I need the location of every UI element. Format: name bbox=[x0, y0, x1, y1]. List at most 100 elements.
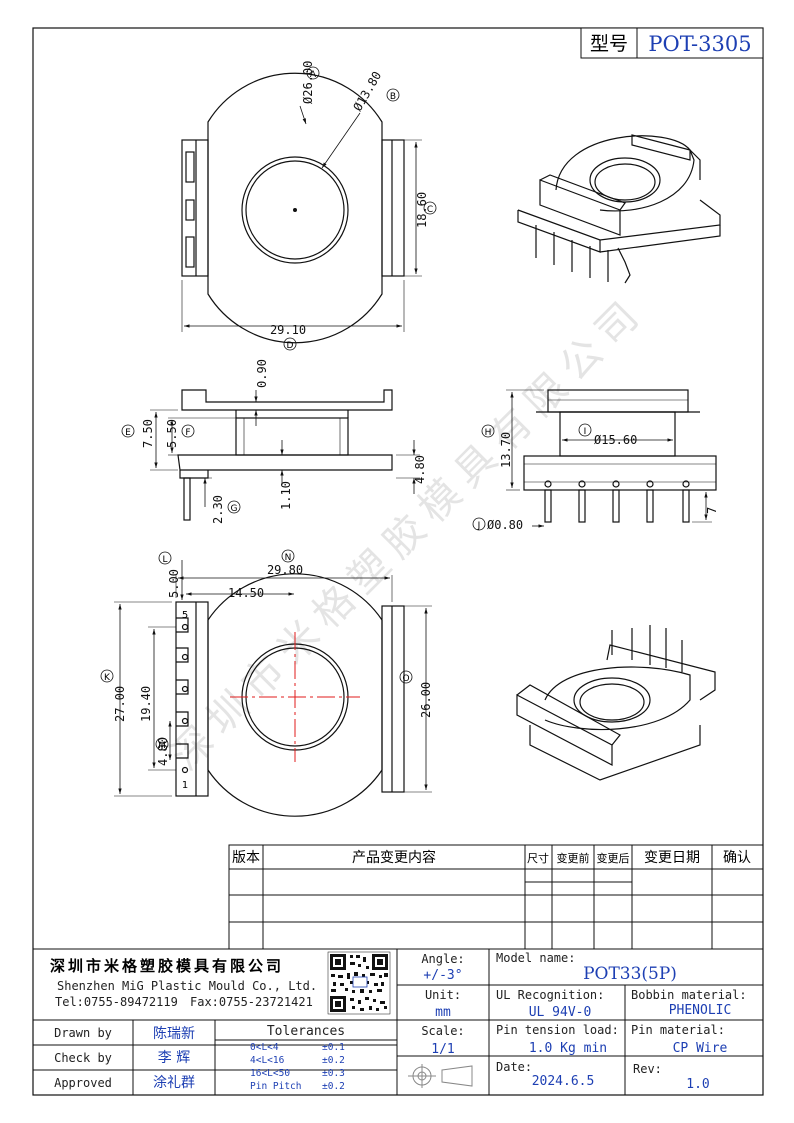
bobbin-material-label: Bobbin material: bbox=[631, 988, 747, 1002]
pin-number-first: 1 bbox=[182, 780, 188, 791]
dim-k: 27.00 bbox=[113, 686, 127, 722]
rev-header-size: 尺寸 bbox=[527, 851, 549, 865]
dim-f: 5.50 bbox=[165, 419, 179, 448]
callout-f: F bbox=[185, 428, 190, 438]
callout-b: B bbox=[390, 92, 396, 102]
callout-l: L bbox=[162, 555, 167, 565]
callout-b-circle bbox=[386, 88, 400, 102]
dim-pitch-total: 19.40 bbox=[139, 686, 153, 722]
callout-e: E bbox=[125, 428, 131, 438]
drawn-by-value: 陈瑞新 bbox=[153, 1025, 195, 1042]
rev-label: Rev: bbox=[633, 1062, 662, 1076]
dim-a: Ø26.00 bbox=[301, 61, 315, 104]
model-name-label: Model name: bbox=[496, 951, 575, 965]
dim-l: 5.00 bbox=[167, 569, 181, 598]
callout-h-circle bbox=[481, 424, 495, 438]
callout-j: J bbox=[477, 521, 481, 531]
dim-g: 2.30 bbox=[211, 495, 225, 524]
pin-tension-label: Pin tension load: bbox=[496, 1023, 619, 1037]
callout-c-circle bbox=[423, 201, 437, 215]
company-name-en: Shenzhen MiG Plastic Mould Co., Ltd. bbox=[57, 979, 317, 993]
rev-header-confirm: 确认 bbox=[723, 850, 751, 866]
rev-header-date: 变更日期 bbox=[644, 850, 700, 866]
callout-a: A bbox=[310, 70, 317, 80]
callout-e-circle bbox=[121, 424, 135, 438]
isometric-view-top bbox=[517, 134, 721, 284]
dim-c: 18.60 bbox=[415, 192, 429, 228]
tolerance-value: ±0.1 bbox=[322, 1042, 345, 1053]
rev-header-version: 版本 bbox=[232, 850, 260, 866]
tolerance-value: ±0.3 bbox=[322, 1068, 345, 1079]
dim-b: Ø13.80 bbox=[350, 69, 384, 114]
approved-label: Approved bbox=[54, 1076, 112, 1090]
projection-symbol bbox=[408, 1064, 473, 1088]
unit-label: Unit: bbox=[425, 988, 461, 1002]
tolerance-value: ±0.2 bbox=[322, 1081, 345, 1092]
callout-a-circle bbox=[306, 66, 320, 80]
rev-header-after: 变更后 bbox=[597, 851, 630, 865]
title-block bbox=[32, 948, 764, 1096]
callout-j-circle bbox=[472, 517, 486, 531]
callout-k-circle bbox=[100, 669, 114, 683]
callout-m-circle bbox=[155, 737, 169, 751]
side-view bbox=[150, 389, 420, 521]
pin-tension-value: 1.0 Kg min bbox=[529, 1041, 607, 1056]
check-by-label: Check by bbox=[54, 1051, 112, 1065]
rev-value: 1.0 bbox=[686, 1077, 709, 1092]
callout-i: I bbox=[584, 427, 587, 437]
header-model-value: POT-3305 bbox=[648, 32, 751, 56]
callout-o-circle bbox=[399, 670, 413, 684]
dim-n: 29.80 bbox=[267, 563, 303, 577]
dim-m: 4.80 bbox=[156, 737, 170, 766]
callout-n: N bbox=[285, 553, 292, 563]
dim-foot: 4.80 bbox=[413, 455, 427, 484]
dim-o: 26.00 bbox=[419, 682, 433, 718]
callout-m: M bbox=[158, 741, 166, 751]
pin-material-value: CP Wire bbox=[673, 1041, 728, 1056]
tolerance-range: 16<L<50 bbox=[250, 1068, 290, 1079]
dim-d: 29.10 bbox=[270, 323, 306, 337]
unit-value: mm bbox=[435, 1005, 451, 1020]
callout-d: D bbox=[287, 341, 294, 351]
rev-header-content: 产品变更内容 bbox=[352, 849, 436, 866]
company-name-cn: 深圳市米格塑胶模具有限公司 bbox=[50, 957, 284, 975]
bobbin-material-value: PHENOLIC bbox=[669, 1003, 732, 1018]
ul-label: UL Recognition: bbox=[496, 988, 604, 1002]
center-mark bbox=[230, 632, 360, 762]
callout-k: K bbox=[104, 673, 111, 683]
callout-h: H bbox=[485, 428, 492, 438]
pin-number-last: 5 bbox=[182, 610, 188, 621]
model-name-value: POT33(5P) bbox=[583, 964, 677, 984]
callout-g-circle bbox=[227, 500, 241, 514]
callout-l-circle bbox=[158, 551, 172, 565]
front-view bbox=[506, 389, 717, 528]
tolerance-range: 4<L<16 bbox=[250, 1055, 285, 1066]
callout-o: O bbox=[402, 674, 409, 684]
qr-code bbox=[327, 951, 391, 1015]
tolerance-range: 0<L<4 bbox=[250, 1042, 279, 1053]
callout-n-circle bbox=[281, 549, 295, 563]
callout-i-circle bbox=[578, 423, 592, 437]
ul-value: UL 94V-0 bbox=[529, 1005, 592, 1020]
date-value: 2024.6.5 bbox=[532, 1074, 595, 1089]
rev-header-before: 变更前 bbox=[557, 851, 590, 865]
dim-h: 13.70 bbox=[499, 432, 513, 468]
callout-d-circle bbox=[283, 337, 297, 351]
dim-thickness-top: 0.90 bbox=[255, 359, 269, 388]
pin-material-label: Pin material: bbox=[631, 1023, 725, 1037]
approved-value: 涂礼群 bbox=[153, 1075, 195, 1091]
tolerances-title: Tolerances bbox=[267, 1024, 345, 1039]
dim-e: 7.50 bbox=[141, 419, 155, 448]
tolerance-value: ±0.2 bbox=[322, 1055, 345, 1066]
check-by-value: 李 辉 bbox=[158, 1050, 190, 1066]
top-view bbox=[181, 72, 422, 344]
date-label: Date: bbox=[496, 1060, 532, 1074]
callout-f-circle bbox=[181, 424, 195, 438]
scale-value: 1/1 bbox=[431, 1042, 454, 1057]
company-fax: Fax:0755-23721421 bbox=[190, 995, 313, 1009]
tolerance-range: Pin Pitch bbox=[250, 1081, 301, 1092]
dim-i: Ø15.60 bbox=[594, 433, 637, 447]
company-tel: Tel:0755-89472119 bbox=[55, 995, 178, 1009]
dim-j: Ø0.80 bbox=[487, 518, 523, 532]
